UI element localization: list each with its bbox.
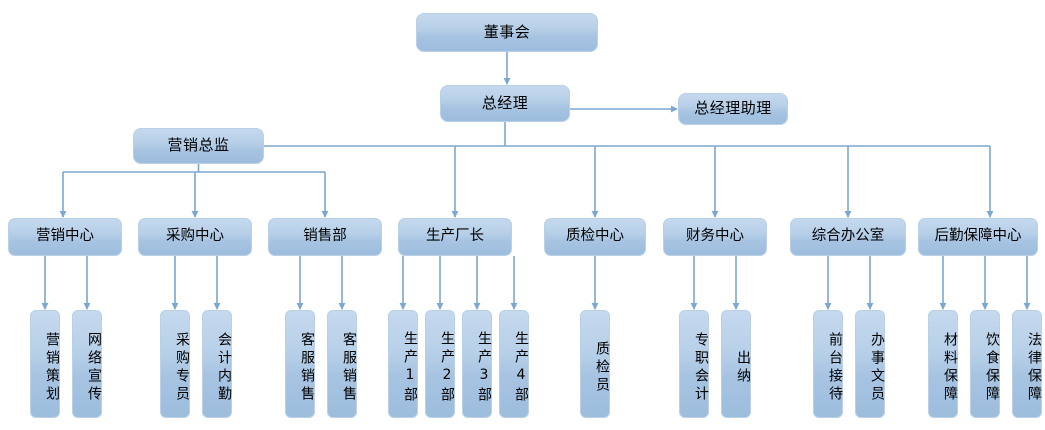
node-dept_purchase[interactable]: 采购中心 bbox=[138, 218, 252, 256]
node-label: 销售部 bbox=[303, 228, 347, 245]
node-mkt_director[interactable]: 营销总监 bbox=[133, 128, 264, 164]
node-label: 生产厂长 bbox=[426, 228, 484, 245]
node-label: 网络宣传 bbox=[86, 332, 102, 404]
node-label: 前台接待 bbox=[827, 332, 843, 404]
node-leaf_reception[interactable]: 前台接待 bbox=[813, 310, 843, 418]
node-dept_qc[interactable]: 质检中心 bbox=[544, 218, 646, 256]
node-label: 财务中心 bbox=[686, 228, 744, 245]
node-leaf_net_promo[interactable]: 网络宣传 bbox=[72, 310, 102, 418]
node-leaf_catering[interactable]: 饮食保障 bbox=[970, 310, 1000, 418]
node-label: 会计内勤 bbox=[216, 332, 232, 404]
node-leaf_qc_insp[interactable]: 质检员 bbox=[580, 310, 610, 418]
node-label: 董事会 bbox=[483, 22, 531, 41]
node-dept_finance[interactable]: 财务中心 bbox=[663, 218, 767, 256]
node-leaf_prod_4[interactable]: 生产4部 bbox=[499, 310, 529, 418]
node-dept_office[interactable]: 综合办公室 bbox=[790, 218, 906, 256]
node-leaf_buyer[interactable]: 采购专员 bbox=[160, 310, 190, 418]
node-label: 生产3部 bbox=[476, 331, 492, 405]
node-label: 总经理助理 bbox=[694, 99, 772, 118]
node-label: 生产4部 bbox=[513, 331, 529, 405]
node-label: 出纳 bbox=[735, 350, 751, 386]
node-dept_sales[interactable]: 销售部 bbox=[268, 218, 382, 256]
node-label: 办事文员 bbox=[869, 332, 885, 404]
node-leaf_legal[interactable]: 法律保障 bbox=[1012, 310, 1042, 418]
node-leaf_cs_sales_2[interactable]: 客服销售 bbox=[327, 310, 357, 418]
node-label: 质检中心 bbox=[566, 228, 624, 245]
node-dept_logistics[interactable]: 后勤保障中心 bbox=[918, 218, 1038, 256]
node-label: 后勤保障中心 bbox=[934, 228, 1022, 245]
node-leaf_prod_2[interactable]: 生产2部 bbox=[425, 310, 455, 418]
node-board[interactable]: 董事会 bbox=[416, 13, 598, 52]
node-leaf_prod_3[interactable]: 生产3部 bbox=[462, 310, 492, 418]
node-label: 生产2部 bbox=[439, 331, 455, 405]
node-leaf_clerk[interactable]: 办事文员 bbox=[855, 310, 885, 418]
node-label: 采购专员 bbox=[174, 332, 190, 404]
node-gm_assistant[interactable]: 总经理助理 bbox=[678, 93, 788, 125]
node-leaf_acct_clerk[interactable]: 会计内勤 bbox=[202, 310, 232, 418]
node-label: 营销总监 bbox=[167, 136, 230, 155]
node-label: 营销策划 bbox=[44, 332, 60, 404]
node-label: 材料保障 bbox=[942, 332, 958, 404]
node-leaf_prod_1[interactable]: 生产1部 bbox=[388, 310, 418, 418]
node-label: 客服销售 bbox=[341, 332, 357, 404]
node-leaf_cashier[interactable]: 出纳 bbox=[721, 310, 751, 418]
node-leaf_accountant[interactable]: 专职会计 bbox=[679, 310, 709, 418]
node-label: 总经理 bbox=[481, 93, 529, 112]
node-label: 生产1部 bbox=[402, 331, 418, 405]
node-gm[interactable]: 总经理 bbox=[440, 85, 570, 122]
node-label: 采购中心 bbox=[166, 228, 224, 245]
node-leaf_material[interactable]: 材料保障 bbox=[928, 310, 958, 418]
node-label: 饮食保障 bbox=[984, 332, 1000, 404]
node-label: 质检员 bbox=[594, 341, 610, 395]
node-dept_production[interactable]: 生产厂长 bbox=[398, 218, 512, 256]
node-label: 营销中心 bbox=[36, 228, 94, 245]
node-leaf_cs_sales_1[interactable]: 客服销售 bbox=[285, 310, 315, 418]
node-label: 法律保障 bbox=[1026, 332, 1042, 404]
node-dept_mkt_center[interactable]: 营销中心 bbox=[8, 218, 122, 256]
node-leaf_mkt_plan[interactable]: 营销策划 bbox=[30, 310, 60, 418]
node-label: 客服销售 bbox=[299, 332, 315, 404]
node-label: 专职会计 bbox=[693, 332, 709, 404]
node-label: 综合办公室 bbox=[811, 228, 885, 245]
